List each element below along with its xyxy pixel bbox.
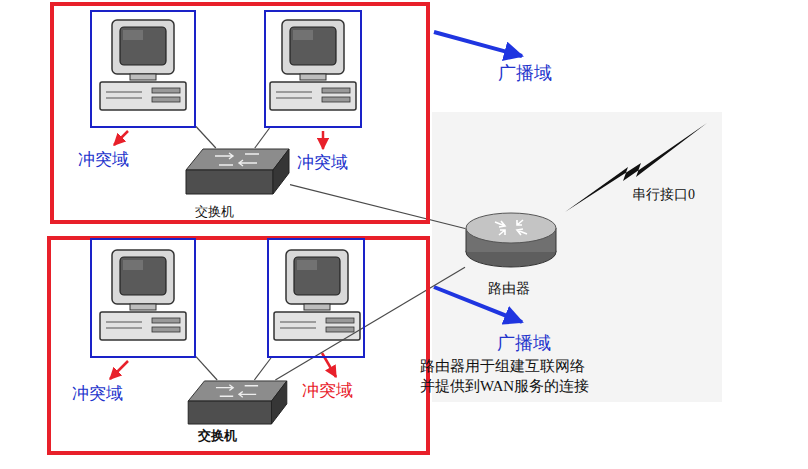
- domain-label: 冲突域: [78, 150, 129, 170]
- network-link: [196, 126, 216, 148]
- domain-label: 冲突域: [72, 384, 123, 404]
- domain-label: 冲突域: [297, 153, 348, 173]
- computer-icon: [100, 20, 186, 110]
- broadcast-domain-box: 广播域冲突域冲突域交换机: [47, 236, 430, 455]
- switch-icon: [188, 381, 287, 424]
- interface-label: 串行接口0: [632, 186, 695, 204]
- computer-icon: [100, 250, 186, 340]
- computer-icon: [274, 250, 360, 340]
- router-icon: [466, 213, 556, 267]
- leader-arrow: [434, 32, 522, 56]
- collision-domain-box: 冲突域: [90, 238, 196, 358]
- switch-node: 交换机: [185, 380, 290, 425]
- computer-icon: [270, 20, 356, 110]
- serial-link-bolt: [565, 123, 707, 212]
- collision-domain-box: 冲突域: [267, 238, 365, 358]
- device-label: 路由器: [488, 281, 530, 298]
- network-link: [254, 358, 271, 380]
- broadcast-domain-box: 广播域冲突域冲突域交换机: [50, 2, 430, 224]
- collision-domain-box: 冲突域: [264, 10, 362, 128]
- collision-domain-box: 冲突域: [90, 10, 196, 128]
- leader-arrow: [322, 131, 325, 149]
- leader-arrow: [110, 361, 128, 379]
- domain-label: 广播域: [497, 333, 551, 355]
- leader-arrow: [114, 131, 128, 145]
- switch-node: 交换机: [185, 148, 290, 195]
- device-label: 交换机: [198, 428, 237, 444]
- note-text: 路由器用于组建互联网络 并提供到WAN服务的连接: [420, 357, 615, 396]
- switch-icon: [186, 149, 289, 194]
- device-label: 交换机: [195, 204, 234, 220]
- network-link: [196, 357, 217, 380]
- router-node: 路由器: [465, 212, 557, 268]
- domain-label: 冲突域: [302, 381, 353, 401]
- network-link: [255, 128, 270, 148]
- domain-label: 广播域: [498, 63, 552, 85]
